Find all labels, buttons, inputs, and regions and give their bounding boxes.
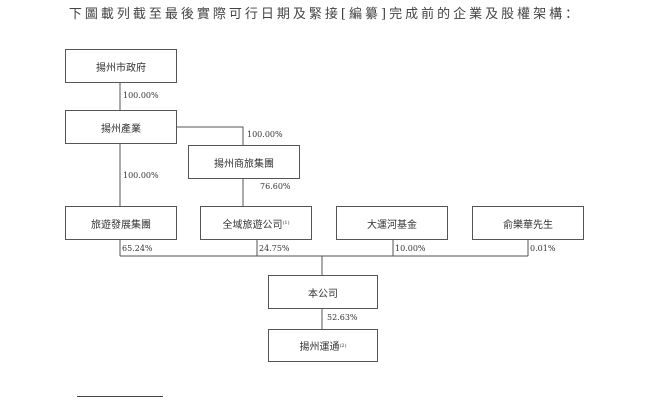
entity-label: 全域旅遊公司 (222, 219, 283, 231)
footnote-divider (77, 396, 163, 397)
entity-label: 旅遊發展集團 (91, 219, 151, 231)
pct-industry-fazhan: 100.00% (123, 171, 159, 180)
entity-yangzhou-shanglv: 揚州商旅集團 (188, 145, 300, 179)
entity-label: 揚州運通 (299, 342, 340, 353)
pct-gov-industry: 100.00% (123, 91, 159, 100)
entity-label: 本公司 (308, 288, 338, 300)
entity-yu-lehua: 俞樂華先生 (472, 206, 584, 240)
entity-label: 揚州產業 (101, 123, 141, 135)
pct-industry-shanglv: 100.00% (247, 130, 283, 139)
entity-dayunhe-fund: 大運河基金 (336, 206, 448, 240)
entity-label: 揚州商旅集團 (214, 158, 274, 170)
pct-dayunhe-company: 10.00% (395, 244, 426, 253)
entity-lvyou-fazhan: 旅遊發展集團 (65, 206, 177, 240)
footnote-marker: (2) (339, 342, 347, 349)
entity-label: 大運河基金 (367, 219, 417, 231)
entity-yangzhou-yuntong: 揚州運通(2) (268, 329, 378, 362)
pct-fazhan-company: 65.24% (122, 244, 153, 253)
page-title: 下圖載列截至最後實際可行日期及緊接[編纂]完成前的企業及股權架構： (68, 7, 582, 22)
pct-quanyu-company: 24.75% (259, 244, 290, 253)
pct-company-yuntong: 52.63% (327, 313, 358, 322)
pct-shanglv-quanyu: 76.60% (260, 182, 291, 191)
entity-yangzhou-government: 揚州市政府 (65, 49, 177, 83)
footnote-marker: (1) (282, 220, 290, 226)
pct-yu-company: 0.01% (530, 244, 556, 253)
entity-quanyu-lvyou: 全域旅遊公司(1) (200, 206, 312, 240)
entity-label: 俞樂華先生 (503, 219, 553, 231)
entity-yangzhou-industry: 揚州產業 (65, 110, 177, 144)
entity-company: 本公司 (268, 275, 378, 309)
entity-label: 揚州市政府 (96, 62, 146, 74)
